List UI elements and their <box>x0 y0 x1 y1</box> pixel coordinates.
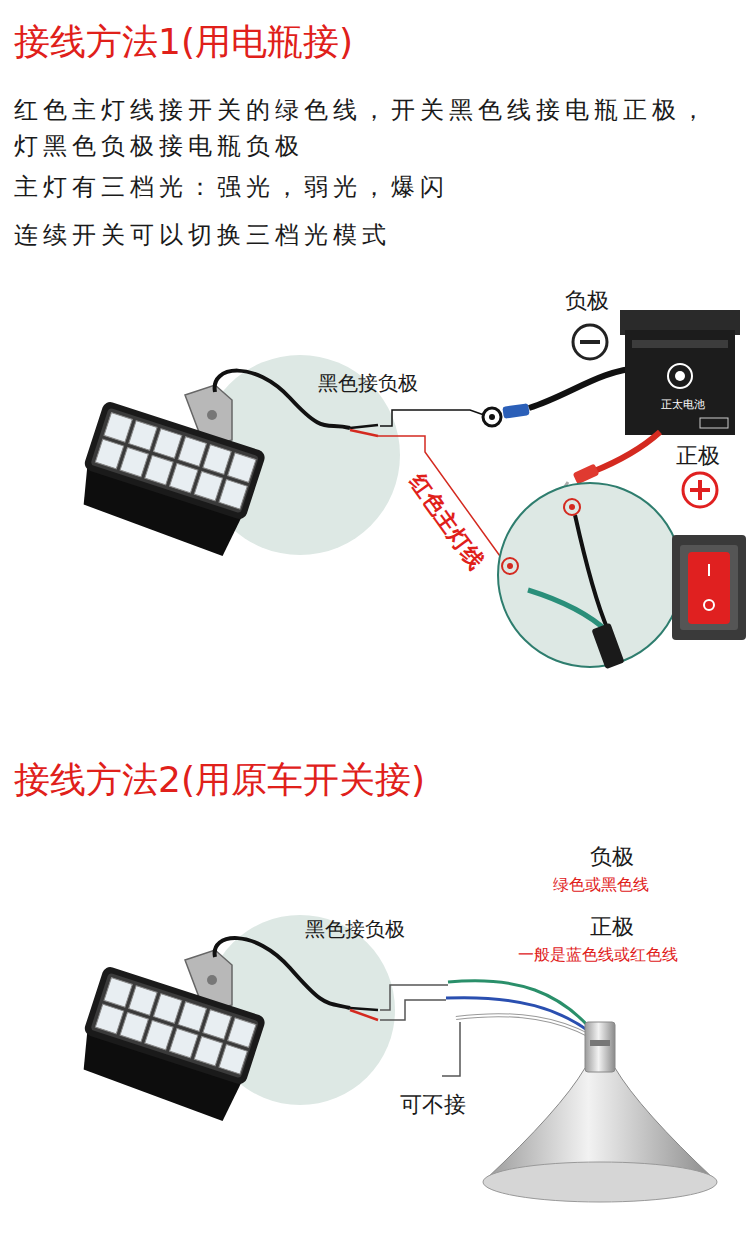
terminal-label: 正极 <box>676 441 720 470</box>
section-heading: 接线方法2(用原车开关接) <box>14 756 425 803</box>
battery-brand: 正太电池 <box>661 398 705 412</box>
page-title: 接线方法1(用电瓶接) <box>14 18 353 65</box>
instruction-text: 连续开关可以切换三档光模式 <box>14 220 391 251</box>
wire-color-note: 绿色或黑色线 <box>553 874 649 895</box>
wire-label: 黑色接负极 <box>318 370 418 396</box>
terminal-label: 负极 <box>590 842 634 871</box>
instruction-text: 红色主灯线接开关的绿色线，开关黑色线接电瓶正极，灯黑色负极接电瓶负极 <box>14 92 738 164</box>
terminal-label: 正极 <box>590 912 634 941</box>
terminal-label: 负极 <box>565 286 609 315</box>
instruction-text: 主灯有三档光：强光，弱光，爆闪 <box>14 172 449 203</box>
wire-label: 黑色接负极 <box>305 916 405 942</box>
wire-label: 可不接 <box>400 1090 466 1119</box>
wire-label: 红色主灯线 <box>403 468 491 574</box>
wire-color-note: 一般是蓝色线或红色线 <box>518 944 678 965</box>
